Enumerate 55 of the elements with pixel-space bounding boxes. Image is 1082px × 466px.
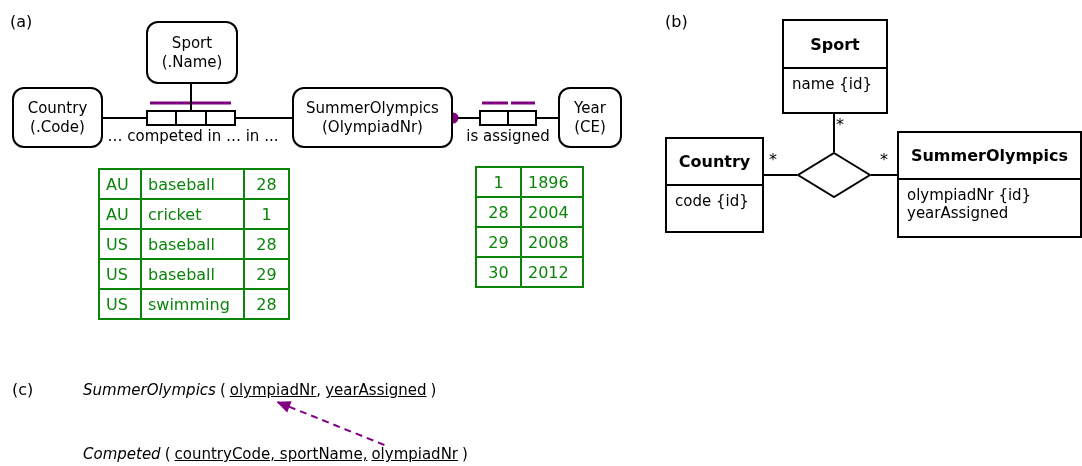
multiplicity-label: *	[880, 150, 888, 169]
panel-label: (a)	[10, 12, 33, 31]
fact-type-role-box	[146, 110, 236, 126]
relation-name: Competed	[83, 445, 161, 463]
object-type-box	[12, 87, 103, 148]
panel-label: (c)	[12, 380, 34, 399]
connector-line	[763, 174, 798, 176]
attribute-name: yearAssigned	[325, 381, 427, 399]
object-type-name: SummerOlympics (OlympiadNr)	[305, 98, 440, 137]
attribute-list: code {id}	[667, 186, 762, 216]
fact-type-role-box	[479, 110, 537, 126]
entity-class-box	[782, 19, 888, 114]
fact-type-reading: is assigned	[465, 127, 551, 145]
entity-class-box	[665, 137, 764, 233]
table-cell: 2012	[520, 256, 584, 288]
multiplicity-label: *	[836, 115, 844, 134]
relation-name: SummerOlympics	[83, 381, 216, 399]
punctuation: (	[164, 445, 171, 463]
object-type-name: Sport (.Name)	[160, 33, 224, 72]
connector-line	[190, 83, 192, 111]
attribute-name: olympiadNr	[229, 381, 317, 399]
table-cell: US	[98, 288, 142, 320]
fact-type-reading: … competed in … in ...	[106, 127, 280, 145]
table-cell: 28	[243, 168, 290, 200]
panel-label: (b)	[665, 12, 688, 31]
class-name: Sport	[784, 21, 886, 69]
association-diamond	[797, 152, 871, 198]
object-type-box	[146, 21, 238, 84]
object-type-box	[292, 87, 453, 148]
punctuation: ,	[316, 381, 322, 399]
attribute-name: olympiadNr	[371, 445, 459, 463]
entity-class-box	[897, 131, 1082, 238]
attribute-list: name {id}	[784, 69, 886, 99]
object-type-name: Year (CE)	[573, 98, 607, 137]
attribute-list: olympiadNr {id} yearAssigned	[899, 180, 1080, 228]
class-name: Country	[667, 139, 762, 186]
table-cell: AU	[98, 168, 142, 200]
connector-line	[235, 117, 293, 119]
punctuation: )	[462, 445, 468, 463]
class-name: SummerOlympics	[899, 133, 1080, 180]
arrow	[276, 401, 386, 446]
connector-line	[536, 117, 559, 119]
table-cell: 30	[475, 256, 522, 288]
punctuation: )	[430, 381, 437, 399]
object-type-box	[558, 87, 622, 148]
connector-line	[102, 117, 147, 119]
punctuation: (	[219, 381, 226, 399]
connector-line	[870, 174, 898, 176]
table-cell: 1896	[520, 166, 584, 198]
connector-line	[833, 113, 835, 153]
table-cell: 28	[243, 288, 290, 320]
table-cell: 1	[475, 166, 522, 198]
object-type-name: Country (.Code)	[26, 98, 89, 137]
multiplicity-label: *	[769, 150, 777, 169]
attribute-name: countryCode, sportName,	[174, 445, 368, 463]
